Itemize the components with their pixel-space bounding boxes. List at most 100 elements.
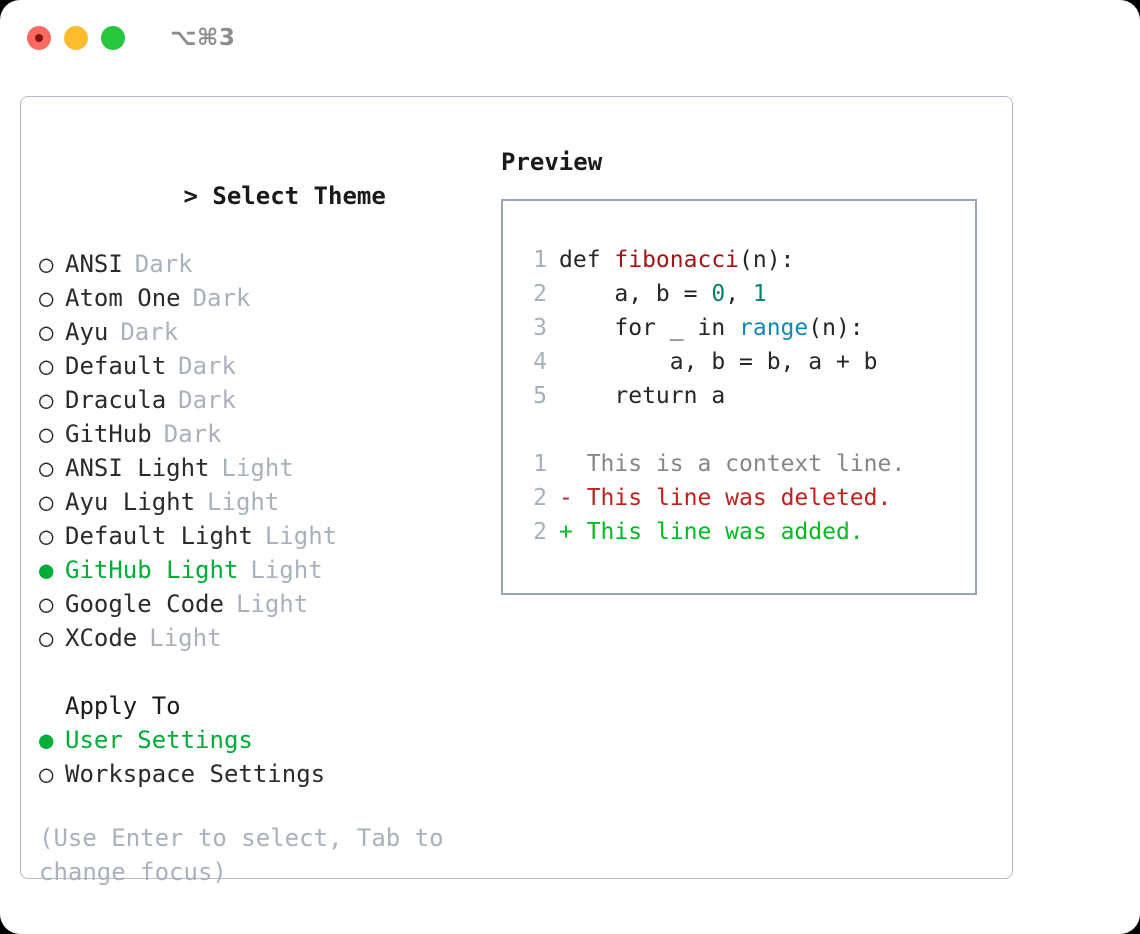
code-token-plain: a, b = b, a + b	[559, 349, 878, 375]
keyboard-hint-text: (Use Enter to select, Tab to change focu…	[39, 824, 444, 886]
line-number: 1	[533, 247, 547, 273]
minimize-button-icon[interactable]	[64, 26, 88, 50]
line-number: 4	[533, 349, 547, 375]
theme-option-label: GitHub	[65, 420, 152, 448]
diff-line-text: This is a context line.	[586, 451, 906, 477]
line-number: 3	[533, 315, 547, 341]
preview-heading: Preview	[501, 148, 603, 176]
apply-to-option-user-settings[interactable]: ● User Settings	[39, 723, 469, 757]
diff-line-added: 2 + This line was added.	[519, 515, 967, 549]
apply-to-option-list[interactable]: ● User Settings ○ Workspace Settings	[39, 723, 469, 791]
theme-option-github-light[interactable]: ● GitHub Light Light	[39, 553, 469, 587]
diff-marker: -	[559, 485, 587, 511]
theme-option-label: ANSI	[65, 250, 123, 278]
code-token-plain: def	[559, 247, 615, 273]
radio-unselected-icon: ○	[39, 488, 54, 516]
code-line: 1 def fibonacci(n):	[519, 243, 967, 277]
line-number: 2	[533, 519, 547, 545]
line-number: 5	[533, 383, 547, 409]
prompt-caret-icon: >	[183, 182, 198, 210]
theme-option-ayu[interactable]: ○ Ayu Dark	[39, 315, 469, 349]
code-token-plain: (n):	[739, 247, 795, 273]
theme-option-category: Dark	[178, 352, 236, 380]
code-token-plain: a, b =	[559, 281, 712, 307]
theme-option-category: Dark	[134, 250, 193, 278]
theme-option-category: Dark	[120, 318, 179, 346]
apply-to-option-label: User Settings	[65, 726, 253, 754]
radio-unselected-icon: ○	[39, 760, 54, 788]
theme-option-category: Light	[221, 454, 294, 482]
theme-option-category: Light	[264, 522, 338, 550]
theme-option-label: ANSI Light	[65, 454, 210, 482]
theme-option-atom-one[interactable]: ○ Atom One Dark	[39, 281, 469, 315]
radio-unselected-icon: ○	[39, 250, 54, 278]
radio-unselected-icon: ○	[39, 284, 54, 312]
apply-to-option-label: Workspace Settings	[65, 760, 326, 788]
theme-option-label: Default	[65, 352, 167, 380]
theme-option-category: Light	[207, 488, 280, 516]
code-token-num: 1	[752, 281, 767, 307]
diff-line-deleted: 2- This line was deleted.	[519, 481, 967, 515]
list-spacer	[39, 655, 469, 689]
diff-marker: +	[559, 519, 587, 545]
theme-option-category: Dark	[192, 284, 251, 312]
theme-option-label: Dracula	[65, 386, 167, 414]
code-token-plain: ,	[725, 281, 753, 307]
code-line: 2 a, b = 0, 1	[519, 277, 967, 311]
zoom-button-icon[interactable]	[101, 26, 125, 50]
code-line: 3 for _ in range(n):	[519, 311, 967, 345]
theme-option-label: Google Code	[65, 590, 224, 618]
code-token-num: 0	[711, 281, 726, 307]
theme-option-ayu-light[interactable]: ○ Ayu Light Light	[39, 485, 469, 519]
theme-option-label: XCode	[65, 624, 138, 652]
theme-option-default[interactable]: ○ Default Dark	[39, 349, 469, 383]
code-token-plain: for _ in	[559, 315, 740, 341]
theme-option-label: Ayu Light	[65, 488, 196, 516]
diff-line-text: This line was added.	[586, 519, 864, 545]
code-diff-separator	[519, 413, 967, 447]
line-number: 1	[533, 451, 547, 477]
close-button-icon[interactable]	[27, 26, 51, 50]
diff-line-context: 1 This is a context line.	[519, 447, 967, 481]
theme-option-label: Default Light	[65, 522, 253, 550]
radio-selected-icon: ●	[39, 556, 54, 584]
keyboard-shortcut-label: ⌥⌘3	[170, 25, 236, 51]
theme-option-category: Light	[149, 624, 222, 652]
theme-option-label: Atom One	[65, 284, 181, 312]
theme-option-label: GitHub Light	[65, 556, 239, 584]
radio-unselected-icon: ○	[39, 318, 54, 346]
theme-option-category: Dark	[178, 386, 236, 414]
traffic-lights	[27, 26, 125, 50]
code-line: 5 return a	[519, 379, 967, 413]
code-token-func: fibonacci	[614, 247, 740, 273]
title-bar: ⌥⌘3	[0, 0, 1140, 78]
code-token-plain: return a	[559, 383, 726, 409]
theme-option-category: Light	[235, 590, 309, 618]
theme-option-category: Light	[250, 556, 323, 584]
diff-lines-group: 1 This is a context line.2- This line wa…	[519, 447, 967, 549]
apply-to-heading: Apply To	[65, 692, 181, 720]
theme-option-ansi[interactable]: ○ ANSI Dark	[39, 247, 469, 281]
radio-unselected-icon: ○	[39, 352, 54, 380]
theme-option-label: Ayu	[65, 318, 109, 346]
radio-selected-icon: ●	[39, 726, 54, 754]
select-theme-title: Select Theme	[212, 182, 386, 210]
line-number: 2	[533, 485, 547, 511]
radio-unselected-icon: ○	[39, 420, 54, 448]
apply-to-option-workspace-settings[interactable]: ○ Workspace Settings	[39, 757, 469, 791]
line-number: 2	[533, 281, 547, 307]
